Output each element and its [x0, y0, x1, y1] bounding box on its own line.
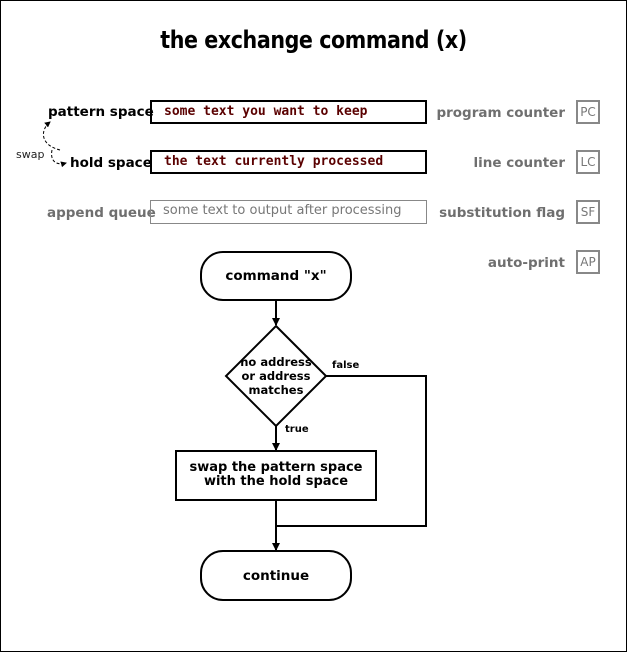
- substitution-flag-label: substitution flag: [439, 205, 565, 221]
- pattern-space-label: pattern space: [48, 104, 154, 120]
- auto-print-label: auto-print: [487, 255, 565, 271]
- pattern-space-box: some text you want to keep: [150, 100, 427, 124]
- decision-line-1: no address: [240, 355, 312, 369]
- line-counter-label: line counter: [473, 155, 566, 171]
- decision-line-2: or address: [241, 369, 311, 383]
- program-counter-register: PC: [576, 100, 600, 124]
- auto-print-register: AP: [576, 250, 600, 274]
- start-node-label: command "x": [225, 268, 327, 284]
- false-label: false: [332, 360, 360, 371]
- append-queue-label: append queue: [47, 205, 156, 221]
- line-counter-register: LC: [576, 150, 600, 174]
- swap-arrow: [42, 121, 61, 151]
- action-node-label: swap the pattern space with the hold spa…: [176, 461, 376, 489]
- hold-space-label: hold space: [70, 155, 152, 171]
- action-line-1: swap the pattern space: [189, 460, 363, 475]
- action-line-2: with the hold space: [203, 474, 349, 489]
- decision-line-3: matches: [248, 383, 304, 397]
- program-counter-label: program counter: [436, 105, 565, 121]
- end-node: [200, 550, 352, 601]
- diagram-title: the exchange command (x): [160, 26, 467, 54]
- action-node: [175, 450, 377, 501]
- true-label: true: [285, 424, 309, 435]
- swap-label: swap: [16, 148, 45, 161]
- edge-false: [276, 375, 427, 527]
- hold-space-box: the text currently processed: [150, 150, 427, 174]
- substitution-flag-register: SF: [576, 200, 600, 224]
- swap-arrow-lower: [51, 149, 67, 168]
- end-node-label: continue: [242, 568, 310, 584]
- decision-node-label: no address or address matches: [226, 355, 326, 397]
- append-queue-box: some text to output after processing: [150, 200, 427, 224]
